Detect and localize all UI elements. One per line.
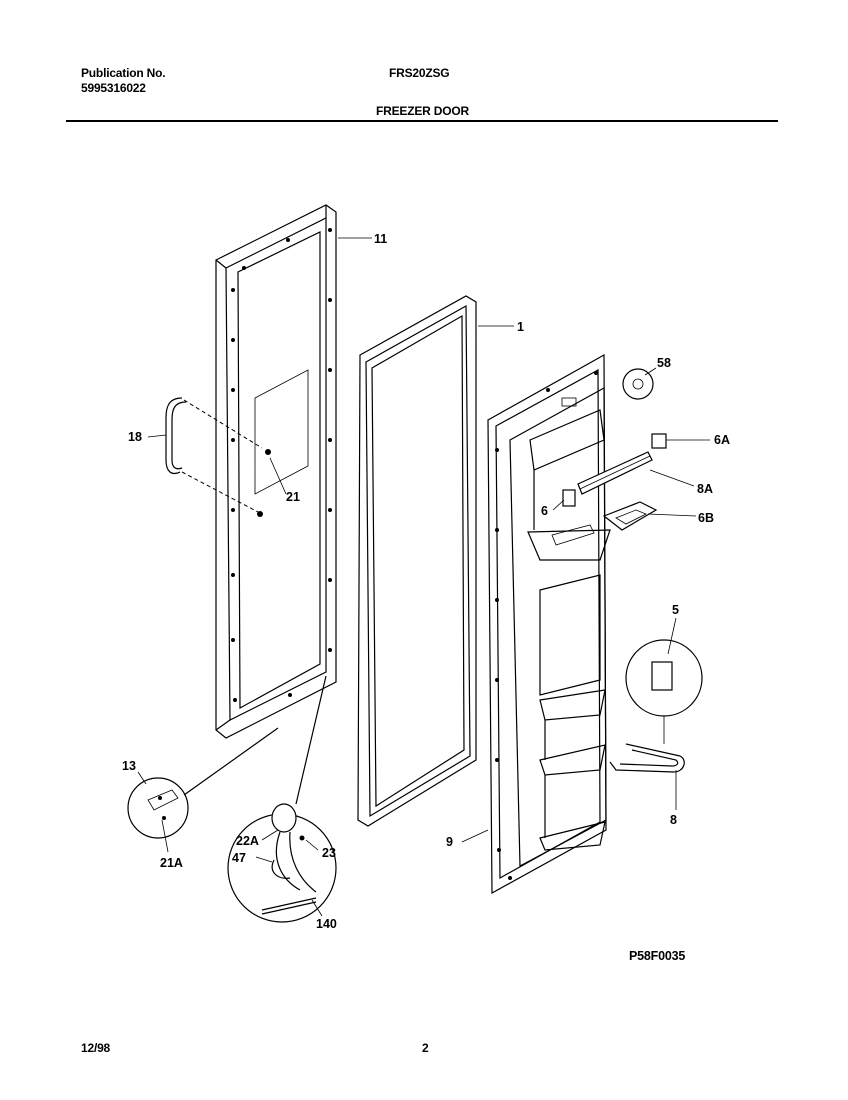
screw-58	[622, 368, 654, 400]
bracket-8	[609, 743, 685, 773]
callout-47: 47	[232, 851, 246, 865]
section-title: FREEZER DOOR	[376, 104, 469, 118]
callout-21: 21	[286, 490, 300, 504]
callout-5: 5	[672, 603, 679, 617]
publication-number: 5995316022	[81, 81, 146, 95]
callout-8a: 8A	[697, 482, 713, 496]
model-number: FRS20ZSG	[389, 66, 450, 80]
detail-circle-13	[127, 727, 279, 839]
callout-6a: 6A	[714, 433, 730, 447]
callout-8: 8	[670, 813, 677, 827]
door-handle	[165, 397, 271, 517]
detail-circle-wiring	[227, 675, 337, 923]
callout-140: 140	[316, 917, 337, 931]
inner-door-liner	[487, 353, 611, 895]
leader-lines	[137, 237, 710, 917]
footer-page: 2	[422, 1041, 429, 1055]
callout-13: 13	[122, 759, 136, 773]
callout-58: 58	[657, 356, 671, 370]
callout-21a: 21A	[160, 856, 183, 870]
bar-8a	[577, 451, 653, 495]
callout-11: 11	[374, 232, 388, 246]
callout-6: 6	[541, 504, 548, 518]
tray-6b	[602, 501, 658, 531]
callout-1: 1	[517, 320, 524, 334]
footer-date: 12/98	[81, 1041, 111, 1055]
callout-9: 9	[446, 835, 453, 849]
callout-23: 23	[322, 846, 336, 860]
diagram-code: P58F0035	[629, 949, 686, 963]
callout-6b: 6B	[698, 511, 714, 525]
callout-18: 18	[128, 430, 142, 444]
clip-6a	[651, 433, 667, 449]
header-rule	[66, 120, 778, 122]
clip-6	[562, 489, 576, 507]
detail-circle-5	[625, 639, 703, 744]
publication-label: Publication No.	[81, 66, 166, 80]
callout-22a: 22A	[236, 834, 259, 848]
door-gasket	[357, 295, 477, 827]
